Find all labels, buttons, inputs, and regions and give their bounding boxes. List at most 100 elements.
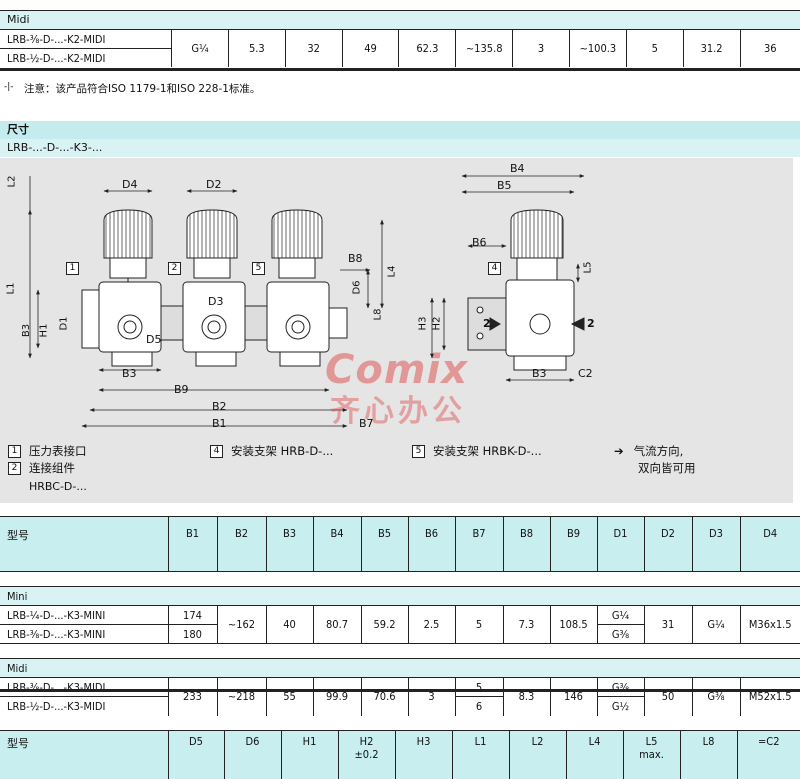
dim-label-B9: B9 <box>174 383 189 396</box>
regulator-knob-1 <box>103 209 153 286</box>
top-group-label: Midi <box>7 13 30 26</box>
watermark-brand: Comix <box>325 347 469 393</box>
left-flange <box>81 289 100 349</box>
table-spacer <box>0 571 800 587</box>
table2-top-rule <box>0 516 800 517</box>
dim-label-D3: D3 <box>208 295 224 308</box>
dim-label-H3: H3 <box>417 316 429 331</box>
value-cell: 50 <box>643 677 692 716</box>
top-table-bottom-rule <box>0 68 800 71</box>
dim-label-L2: L2 <box>6 175 18 188</box>
column-header: H1 <box>280 731 338 779</box>
connector-1 <box>160 305 184 341</box>
column-header: 型号 <box>0 731 168 779</box>
regulator-knob-3 <box>271 209 323 279</box>
model-cell: LRB-⅜-D-...-K2-MIDI <box>0 30 172 49</box>
note-marker: -|- <box>4 82 14 92</box>
column-header: B5 <box>360 517 408 572</box>
connector-2 <box>244 305 268 341</box>
column-header: D4 <box>739 517 800 572</box>
column-header: H3 <box>394 731 452 779</box>
column-header: 型号 <box>0 517 168 572</box>
column-header: D3 <box>691 517 740 572</box>
model-cell: LRB-½-D-...-K3-MIDI <box>7 699 106 713</box>
value-cell: G⅜ <box>691 677 740 716</box>
value-cell: M52x1.5 <box>739 677 800 716</box>
model-cell: LRB-⅜-D-...-K3-MIDI <box>0 677 168 697</box>
value-cell: 40 <box>265 605 313 644</box>
legend-text: 气流方向, <box>633 444 684 458</box>
table-row: LRB-½-D-...-K2-MIDI <box>0 49 800 68</box>
legend-flow: ➔气流方向, <box>614 443 683 459</box>
column-header: =C2 <box>736 731 800 779</box>
top-spec-table: LRB-⅜-D-...-K2-MIDI G¼ 5.3 32 49 62.3 ~1… <box>0 30 800 67</box>
column-header-h2: H2 ±0.2 <box>337 731 395 779</box>
table-header-row: 型号 B1 B2 B3 B4 B5 B6 B7 B8 B9 D1 D2 D3 D… <box>0 517 800 572</box>
legend-item-2-sub: HRBC-D-... <box>29 480 87 493</box>
value-cell: ~162 <box>216 605 266 644</box>
base-1 <box>111 351 153 367</box>
column-header: L5 <box>645 735 658 748</box>
column-header: B1 <box>167 517 217 572</box>
group-label: Mini <box>0 586 800 606</box>
column-header: B4 <box>312 517 361 572</box>
table-header-row: 型号 D5 D6 H1 H2 ±0.2 H3 L1 L2 L4 L5 max. … <box>0 731 800 779</box>
dim-label-B3-side: B3 <box>532 367 547 380</box>
dim-label-B6: B6 <box>472 236 487 249</box>
dim-label-B7: B7 <box>359 417 374 430</box>
legend-text: 安装支架 HRB-D-... <box>231 444 334 458</box>
dimension-table-b-d: 型号 B1 B2 B3 B4 B5 B6 B7 B8 B9 D1 D2 D3 D… <box>0 517 800 716</box>
column-header: D5 <box>167 731 224 779</box>
legend-text: 连接组件 <box>29 461 75 475</box>
value-cell: ~218 <box>216 677 266 716</box>
dim-label-B4: B4 <box>510 162 525 175</box>
value-cell: G⅜ <box>596 624 644 644</box>
model-cell: LRB-¼-D-...-K3-MINI <box>0 605 168 625</box>
dim-label-B1: B1 <box>212 417 227 430</box>
callout-4: 4 <box>488 262 501 275</box>
dim-label-H2: H2 <box>431 316 443 331</box>
value-cell: 70.6 <box>360 677 408 716</box>
table2-bottom-rule <box>0 689 800 692</box>
value-cell: 80.7 <box>312 605 361 644</box>
value-cell: ~135.8 <box>455 30 513 67</box>
dim-label-D4: D4 <box>122 178 138 191</box>
standards-note: 注意：该产品符合ISO 1179-1和ISO 228-1标准。 <box>24 83 261 95</box>
column-header: L4 <box>565 731 623 779</box>
group-row-midi: Midi <box>0 658 800 678</box>
column-header: B9 <box>549 517 597 572</box>
legend-text: 压力表接口 <box>29 444 87 458</box>
model-cell: LRB-½-D-...-K2-MIDI <box>7 51 106 65</box>
legend-flow-2: 双向皆可用 <box>638 461 696 475</box>
value-cell: 99.9 <box>312 677 361 716</box>
dim-label-B5: B5 <box>497 179 512 192</box>
dimension-drawing <box>28 174 585 428</box>
column-header: B2 <box>216 517 266 572</box>
legend-num: 4 <box>210 445 223 458</box>
table-row: LRB-⅜-D-...-K3-MIDI 233 ~218 55 99.9 70.… <box>0 677 800 716</box>
callout-2: 2 <box>168 262 181 275</box>
column-header: L2 <box>508 731 566 779</box>
value-cell: 7.3 <box>502 605 550 644</box>
value-cell: 5.3 <box>227 30 286 67</box>
column-header: H2 <box>359 735 374 748</box>
value-cell: 5 <box>454 605 503 644</box>
top-rule <box>0 10 800 11</box>
table3-top-rule <box>0 730 800 731</box>
column-subheader: ±0.2 <box>354 748 379 761</box>
value-cell: 2.5 <box>407 605 455 644</box>
value-cell: 146 <box>549 677 597 716</box>
legend-text: 安装支架 HRBK-D-... <box>433 444 542 458</box>
group-row-mini: Mini <box>0 586 800 606</box>
column-header: L8 <box>679 731 737 779</box>
value-cell: M36x1.5 <box>739 605 800 644</box>
dim-label-L4: L4 <box>386 265 398 278</box>
value-cell: 32 <box>284 30 343 67</box>
regulator-knob-2 <box>186 209 238 279</box>
column-header: D1 <box>596 517 644 572</box>
watermark-cn: 齐心办公 <box>330 394 466 429</box>
dim-label-B2: B2 <box>212 400 227 413</box>
value-cell: 31 <box>643 605 692 644</box>
